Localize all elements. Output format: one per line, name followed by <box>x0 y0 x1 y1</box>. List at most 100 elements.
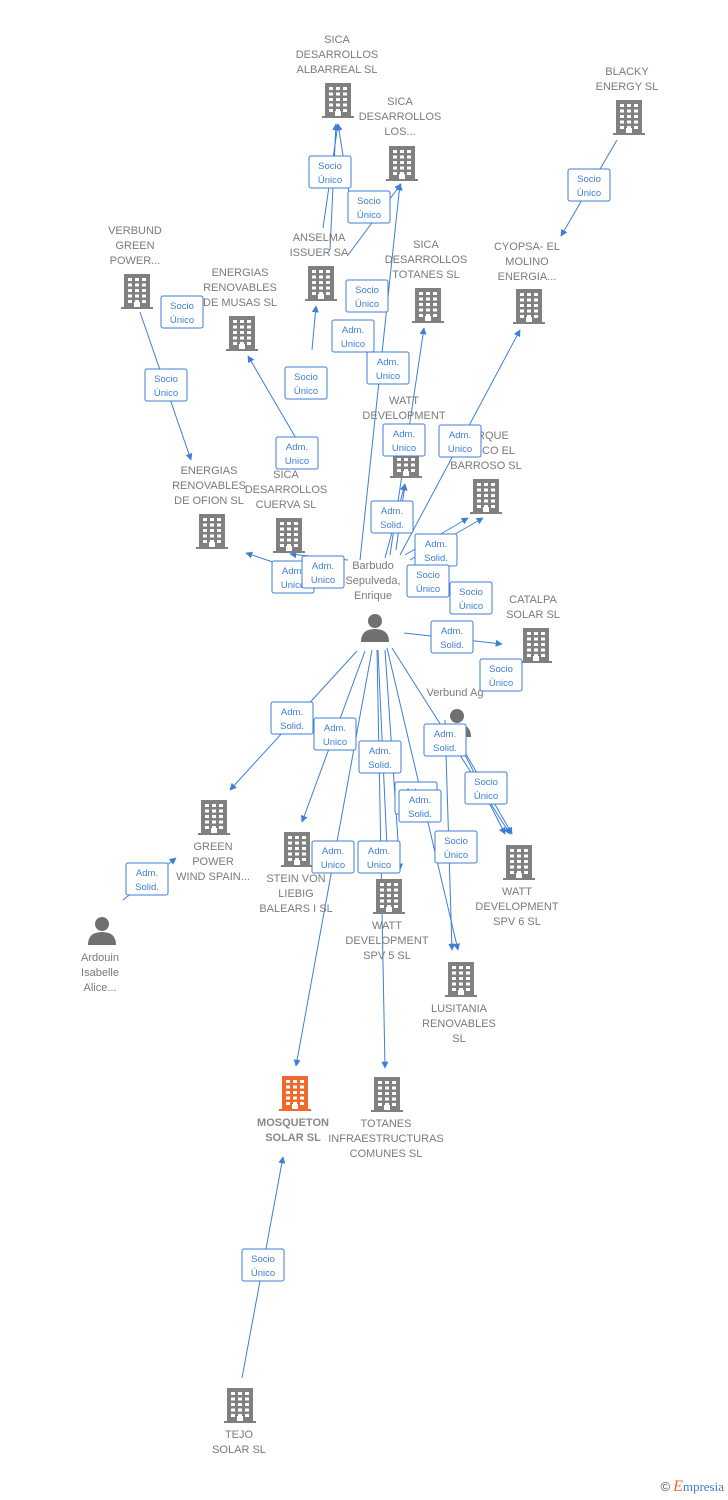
person-icon <box>88 917 116 945</box>
node-label-line: SICA <box>413 239 439 251</box>
relation-label-line: Único <box>251 1268 275 1279</box>
relation-label-line: Solid. <box>380 520 404 531</box>
node-label-line: CUERVA SL <box>256 499 317 511</box>
relation-label[interactable]: Adm.Unico <box>313 717 357 751</box>
relation-label-line: Adm. <box>409 795 431 806</box>
relation-label[interactable]: Adm. Solid. <box>430 620 474 654</box>
node-label-line: SOLAR SL <box>506 609 560 621</box>
relation-label-line: Unico <box>392 443 416 454</box>
person-node-ardouin[interactable]: ArdouinIsabelleAlice... <box>81 917 119 994</box>
building-icon <box>445 962 477 997</box>
person-icon <box>361 614 389 642</box>
relation-label-line: Socio <box>357 196 381 207</box>
relation-label-line: Único <box>170 315 194 326</box>
relation-label-line: Socio <box>444 836 468 847</box>
relation-label[interactable]: Adm.Unico <box>275 436 319 470</box>
relation-label-layer: SocioÚnicoSocioÚnicoSocioÚnicoSocioÚnico… <box>125 155 611 1282</box>
relation-label-line: Adm. <box>441 626 463 637</box>
company-node-catalpa[interactable]: CATALPA SOLAR SL <box>506 594 560 663</box>
company-node-sica-los[interactable]: SICADESARROLLOSLOS... <box>359 96 442 181</box>
building-icon <box>412 288 444 323</box>
relation-label[interactable]: Adm.Solid. <box>358 740 402 774</box>
node-label-line: DE MUSAS SL <box>203 297 277 309</box>
relation-label[interactable]: Adm.Solid. <box>398 789 442 823</box>
relation-label-line: Socio <box>294 372 318 383</box>
node-label-line: CYOPSA- EL <box>494 241 560 253</box>
node-label-line: Sepulveda, <box>345 575 400 587</box>
relation-label[interactable]: Adm.Solid. <box>125 862 169 896</box>
relation-label[interactable]: Adm.Unico <box>366 351 410 385</box>
building-icon <box>305 266 337 301</box>
relation-label-line: Adm. <box>281 707 303 718</box>
relation-label-line: Adm. <box>136 868 158 879</box>
relation-label-line: Unico <box>367 860 391 871</box>
relation-label-line: Solid. <box>280 721 304 732</box>
relation-label-line: Adm. <box>377 357 399 368</box>
relation-label-line: Unico <box>341 339 365 350</box>
node-label-line: WATT <box>502 886 532 898</box>
node-label-line: SOLAR SL <box>212 1444 266 1456</box>
relation-label[interactable]: Adm.Unico <box>331 319 375 353</box>
relation-label-line: Único <box>444 850 468 861</box>
relation-label-line: Solid. <box>440 640 464 651</box>
building-icon <box>520 628 552 663</box>
building-icon <box>503 845 535 880</box>
node-label-line: Isabelle <box>81 967 119 979</box>
relation-label[interactable]: Adm.Unico <box>357 840 401 874</box>
relation-label[interactable]: Adm.Unico <box>438 424 482 458</box>
relation-label[interactable]: Adm.Unico <box>301 555 345 589</box>
node-label-line: Enrique <box>354 590 392 602</box>
relation-label[interactable]: Adm.Unico <box>382 423 426 457</box>
node-label-line: RENOVABLES <box>203 282 277 294</box>
relation-label[interactable]: Adm.Solid. <box>414 533 458 567</box>
relation-label[interactable]: Adm.Unico <box>311 840 355 874</box>
relation-label-line: Único <box>416 584 440 595</box>
node-label-line: Ardouin <box>81 952 119 964</box>
company-node-verbund-green[interactable]: VERBUNDGREENPOWER... <box>108 225 162 309</box>
relation-label-line: Socio <box>170 301 194 312</box>
relation-label-line: Unico <box>281 580 305 591</box>
relation-label-line: Socio <box>474 777 498 788</box>
relation-label[interactable]: Adm. Solid. <box>270 701 314 735</box>
company-node-cyopsa[interactable]: CYOPSA- ELMOLINOENERGIA... <box>494 241 560 324</box>
relation-label-line: Solid. <box>368 760 392 771</box>
node-label-line: WATT <box>389 395 419 407</box>
empresia-credit[interactable]: ©Empresia <box>660 1478 724 1496</box>
node-label-line: LOS... <box>384 126 415 138</box>
relation-label[interactable]: Adm.Solid. <box>370 500 414 534</box>
node-label-line: CATALPA <box>509 594 557 606</box>
node-label-line: RENOVABLES <box>172 480 246 492</box>
node-label-line: DESARROLLOS <box>296 49 379 61</box>
node-label-line: SOLAR SL <box>265 1132 321 1144</box>
relation-label[interactable]: Adm.Solid. <box>423 723 467 757</box>
